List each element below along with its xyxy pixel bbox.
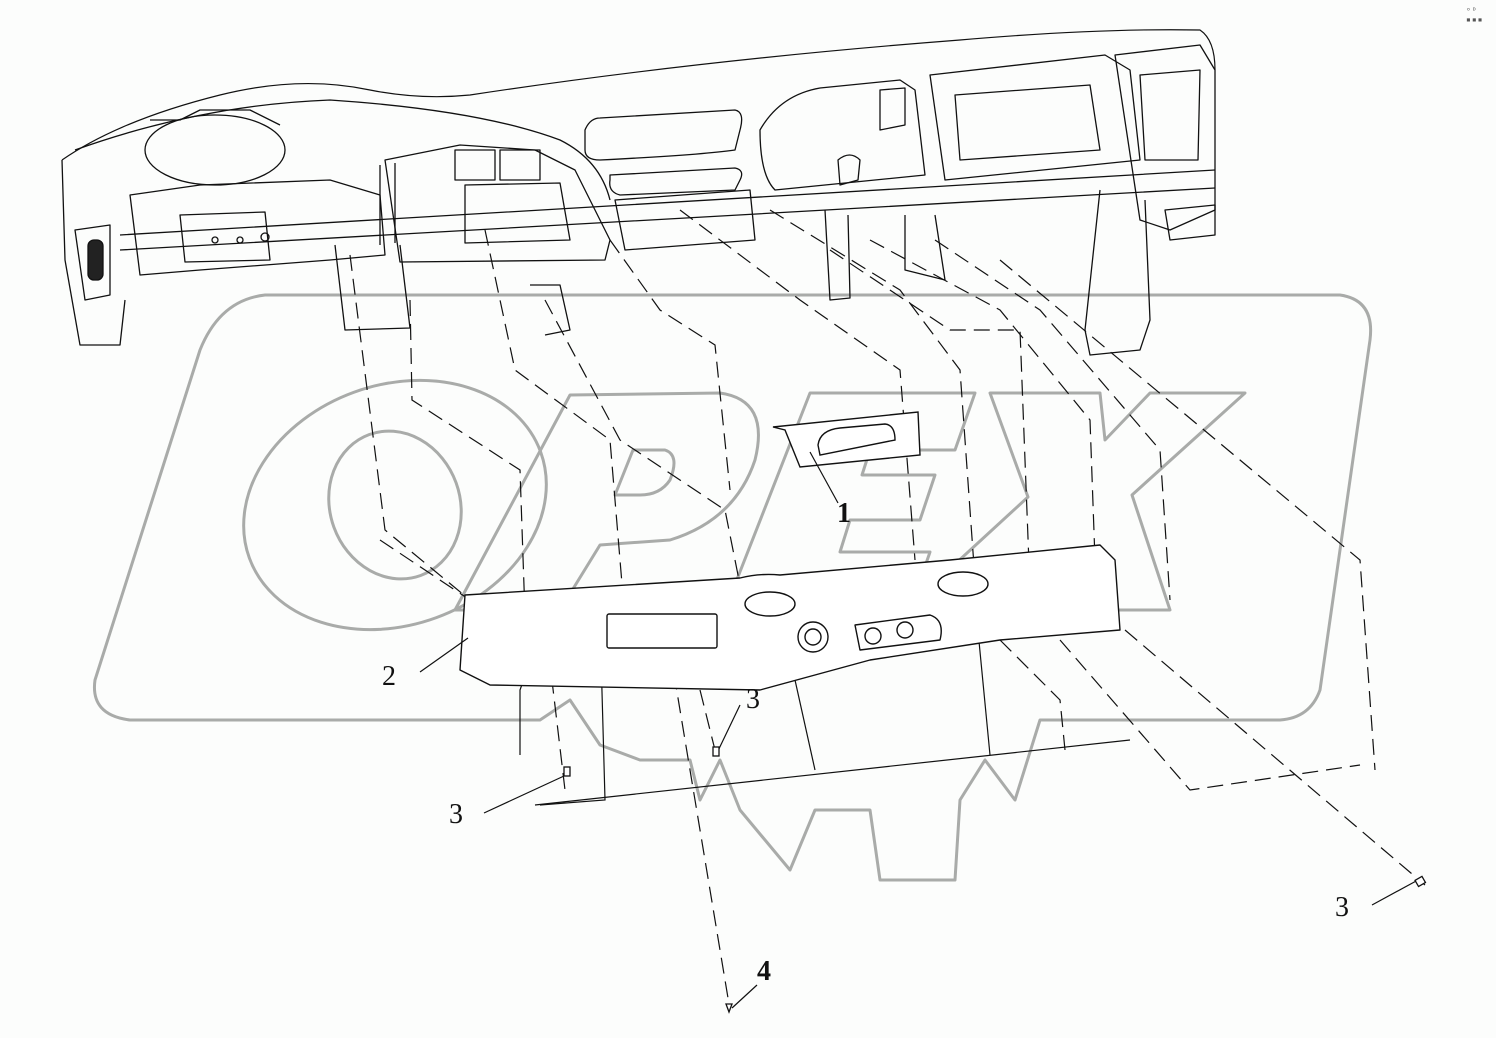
- corner-mark: ᵒᴰ ▪▪▪: [1466, 6, 1484, 24]
- callout-2-console-trim: 2: [382, 661, 396, 692]
- callout-3-screw-center: 3: [746, 684, 760, 715]
- callout-1-tray: 1: [837, 498, 851, 529]
- callout-3-screw-left: 3: [449, 799, 463, 830]
- callout-3-screw-right: 3: [1335, 892, 1349, 923]
- callout-4-fastener: 4: [757, 956, 771, 987]
